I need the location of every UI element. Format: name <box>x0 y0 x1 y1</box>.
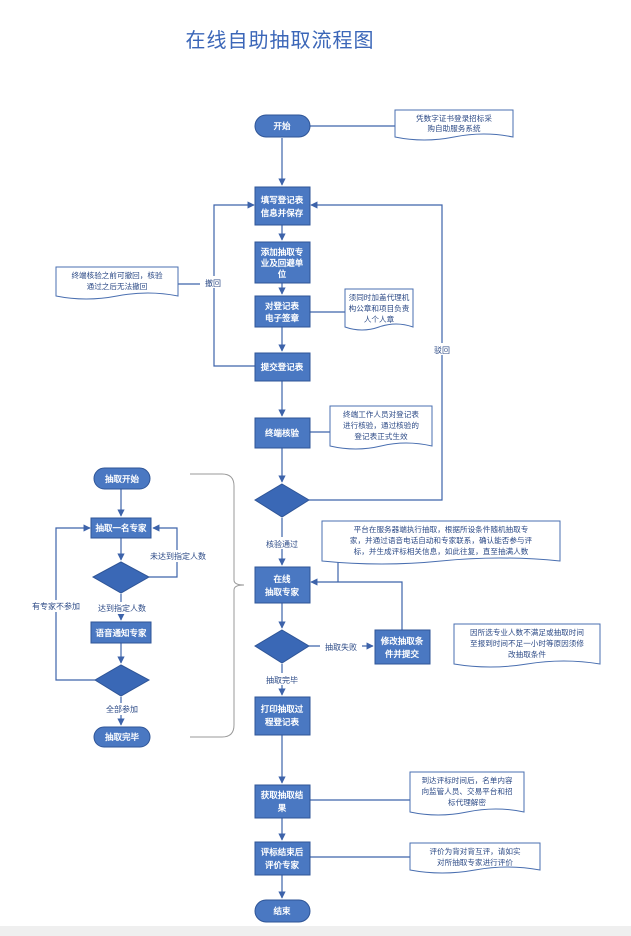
node-start: 开始 <box>254 114 311 138</box>
svg-text:电子签章: 电子签章 <box>265 313 300 324</box>
not-reached-label: 未达到指定人数 <box>150 551 206 561</box>
svg-text:到达评标时间后，名单内容: 到达评标时间后，名单内容 <box>421 775 513 785</box>
svg-text:果: 果 <box>277 803 287 814</box>
sub-extract-one: 抽取一名专家 <box>90 517 152 539</box>
svg-text:凭数字证书登录招标采: 凭数字证书登录招标采 <box>416 113 492 123</box>
svg-text:添加抽取专: 添加抽取专 <box>261 247 304 258</box>
svg-text:开始: 开始 <box>273 121 291 132</box>
svg-text:终端工作人员对登记表: 终端工作人员对登记表 <box>343 409 419 419</box>
note-staff-check: 终端工作人员对登记表 进行核验，通过核验的 登记表正式生效 <box>329 405 433 450</box>
node-terminal-check: 终端核验 <box>254 417 311 449</box>
check-pass-label: 核验通过 <box>266 539 298 549</box>
svg-text:结束: 结束 <box>273 906 291 917</box>
svg-text:因所选专业人数不满足或抽取时间: 因所选专业人数不满足或抽取时间 <box>470 627 584 637</box>
node-print-form: 打印抽取过 程登记表 <box>254 696 311 736</box>
svg-text:程登记表: 程登记表 <box>265 717 300 728</box>
note-withdraw-rule: 终端核验之前可撤回，核验 通过之后无法撤回 <box>55 266 179 300</box>
note-seal: 须同时加盖代理机 构公章和项目负责 人个人章 <box>344 288 414 331</box>
sub-notify: 语音通知专家 <box>90 621 152 644</box>
svg-text:终端核验之前可撤回，核验: 终端核验之前可撤回，核验 <box>71 270 163 280</box>
svg-text:语音通知专家: 语音通知专家 <box>95 628 147 639</box>
svg-text:评标结束后: 评标结束后 <box>261 847 304 858</box>
svg-text:标代理解密: 标代理解密 <box>448 797 486 807</box>
svg-text:购自助服务系统: 购自助服务系统 <box>427 123 481 133</box>
svg-text:位: 位 <box>278 269 287 280</box>
svg-text:人个人章: 人个人章 <box>364 314 395 324</box>
svg-text:向监管人员、交易平台和招: 向监管人员、交易平台和招 <box>421 786 512 796</box>
svg-text:家，并通过语音电话自动和专家联系，确认能否参与评: 家，并通过语音电话自动和专家联系，确认能否参与评 <box>350 535 533 545</box>
svg-text:打印抽取过: 打印抽取过 <box>261 704 304 715</box>
page-title: 在线自助抽取流程图 <box>185 28 375 52</box>
svg-text:抽取完毕: 抽取完毕 <box>105 732 140 743</box>
svg-text:抽取开始: 抽取开始 <box>105 474 140 485</box>
svg-text:抽取一名专家: 抽取一名专家 <box>95 523 147 534</box>
note-result-notice: 到达评标时间后，名单内容 向监管人员、交易平台和招 标代理解密 <box>409 771 525 816</box>
svg-text:进行核验，通过核验的: 进行核验，通过核验的 <box>343 420 419 430</box>
svg-text:对登记表: 对登记表 <box>265 301 300 312</box>
node-online-extract: 在线 抽取专家 <box>254 566 311 604</box>
svg-text:提交登记表: 提交登记表 <box>261 362 304 373</box>
svg-text:评价专家: 评价专家 <box>265 860 300 871</box>
sub-done: 抽取完毕 <box>93 726 151 748</box>
node-evaluate: 评标结束后 评价专家 <box>254 841 311 876</box>
svg-text:填写登记表: 填写登记表 <box>261 195 304 206</box>
note-evaluate: 评价为背对背互评，请如实 对所抽取专家进行评价 <box>409 842 541 874</box>
node-add-expert: 添加抽取专 业及回避单 位 <box>254 241 311 284</box>
sub-decision-attend <box>94 664 151 697</box>
svg-text:件并提交: 件并提交 <box>385 649 420 660</box>
svg-text:标，并生成评标相关信息，如此往复，直至抽满人数: 标，并生成评标相关信息，如此往复，直至抽满人数 <box>354 546 529 556</box>
svg-text:信息并保存: 信息并保存 <box>261 208 304 219</box>
node-sign-form: 对登记表 电子签章 <box>254 295 311 328</box>
node-submit-form: 提交登记表 <box>254 352 311 382</box>
svg-text:评价为背对背互评，请如实: 评价为背对背互评，请如实 <box>429 846 521 856</box>
svg-text:改抽取条件: 改抽取条件 <box>508 649 546 659</box>
svg-text:获取抽取结: 获取抽取结 <box>260 790 304 801</box>
not-attend-label: 有专家不参加 <box>32 601 80 611</box>
svg-text:构公章和项目负责: 构公章和项目负责 <box>349 303 410 313</box>
sub-decision-count <box>91 561 151 594</box>
svg-text:平台在服务器端执行抽取，根据所设条件随机抽取专: 平台在服务器端执行抽取，根据所设条件随机抽取专 <box>354 524 529 534</box>
decision-extract <box>254 629 310 664</box>
extract-fail-label: 抽取失败 <box>325 642 357 652</box>
svg-text:须同时加盖代理机: 须同时加盖代理机 <box>349 292 410 302</box>
svg-text:在线: 在线 <box>273 574 291 585</box>
svg-text:抽取专家: 抽取专家 <box>265 587 300 598</box>
sub-process-brace <box>190 473 245 738</box>
decision-check <box>254 483 310 518</box>
svg-text:通过之后无法撤回: 通过之后无法撤回 <box>87 281 148 291</box>
node-fill-form: 填写登记表 信息并保存 <box>254 186 311 226</box>
svg-text:业及回避单: 业及回避单 <box>261 258 304 269</box>
node-get-result: 获取抽取结 果 <box>254 784 311 819</box>
all-attend-label: 全部参加 <box>106 704 138 714</box>
node-modify-cond: 修改抽取条 件并提交 <box>374 629 431 665</box>
note-insufficient: 因所选专业人数不满足或抽取时间 至报到时间不足一小时等原因须修 改抽取条件 <box>453 623 601 668</box>
svg-text:对所抽取专家进行评价: 对所抽取专家进行评价 <box>437 857 513 867</box>
reject-label: 驳回 <box>434 346 450 355</box>
reached-label: 达到指定人数 <box>98 603 146 613</box>
withdraw-label: 撤回 <box>205 278 221 288</box>
svg-text:修改抽取条: 修改抽取条 <box>380 636 424 647</box>
note-cert-login: 凭数字证书登录招标采 购自助服务系统 <box>394 109 514 141</box>
svg-text:登记表正式生效: 登记表正式生效 <box>354 431 408 441</box>
extract-done-label: 抽取完毕 <box>266 675 298 685</box>
svg-text:至报到时间不足一小时等原因须修: 至报到时间不足一小时等原因须修 <box>470 638 584 648</box>
node-end: 结束 <box>254 899 311 923</box>
note-platform: 平台在服务器端执行抽取，根据所设条件随机抽取专 家，并通过语音电话自动和专家联系… <box>321 520 561 565</box>
svg-text:终端核验: 终端核验 <box>264 428 300 439</box>
sub-start: 抽取开始 <box>93 467 151 490</box>
bottom-bar <box>0 926 631 936</box>
